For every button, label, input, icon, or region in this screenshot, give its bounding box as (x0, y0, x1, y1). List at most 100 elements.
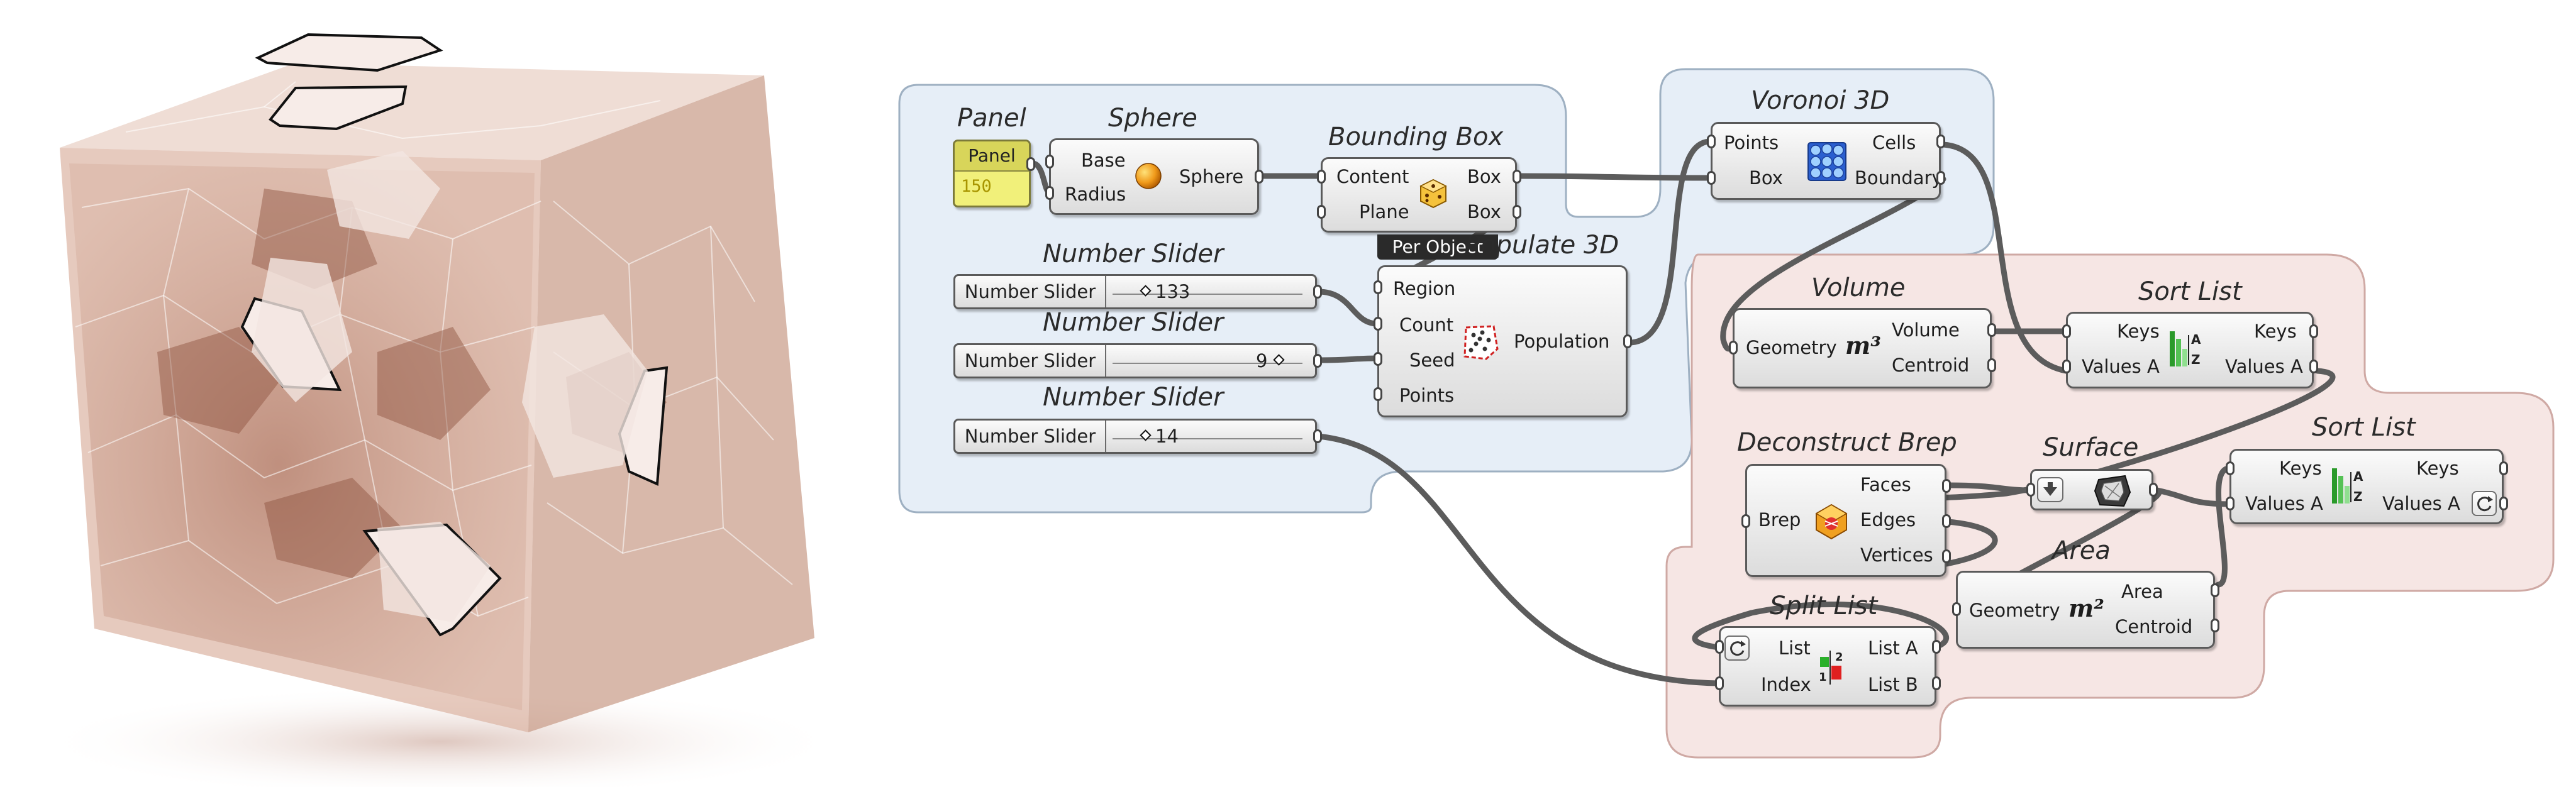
populate-input-seed: Seed (1409, 349, 1455, 371)
split-list-icon: 2 1 (1819, 651, 1843, 685)
split-port-list[interactable] (1715, 640, 1724, 654)
area-title: Area (2052, 536, 2111, 565)
arrow-down-icon (2043, 482, 2057, 496)
slider-1-track[interactable] (1113, 294, 1302, 295)
sphere-port-radius[interactable] (1045, 186, 1054, 200)
slider-3-value: 14 (1155, 426, 1179, 447)
sort-list-1-component[interactable]: Keys Values A A Z Keys Values A (2066, 312, 2314, 388)
surface-port-in[interactable] (2026, 483, 2035, 497)
panel-output-port[interactable] (1026, 157, 1035, 171)
sphere-component[interactable]: Base Radius Sphere (1049, 138, 1259, 215)
sort1-output-keys: Keys (2254, 321, 2297, 342)
populate-port-seed[interactable] (1374, 352, 1382, 366)
voronoi-port-points[interactable] (1707, 135, 1716, 148)
panel-component[interactable]: Panel 150 (953, 140, 1031, 207)
volume-output-volume: Volume (1892, 319, 1960, 341)
volume-port-volume[interactable] (1987, 323, 1996, 337)
highlight-cell (255, 33, 443, 72)
sphere-input-base: Base (1081, 150, 1126, 171)
bbox-input-content: Content (1336, 166, 1409, 187)
area-component[interactable]: Geometry m² Area Centroid (1956, 571, 2215, 649)
svg-text:2: 2 (1835, 651, 1843, 664)
voronoi-port-boundary[interactable] (1936, 171, 1945, 185)
svg-text:Z: Z (2191, 352, 2201, 367)
sort2-port-values-out[interactable] (2499, 497, 2508, 510)
volume-icon: m³ (1845, 331, 1881, 360)
volume-component[interactable]: Geometry m³ Volume Centroid (1733, 308, 1992, 388)
brep-port-faces[interactable] (1942, 479, 1951, 493)
svg-text:A: A (2191, 332, 2201, 347)
surface-component[interactable] (2030, 469, 2153, 510)
populate-component[interactable]: Region Count Seed Points Population (1377, 265, 1628, 417)
split-port-list-b[interactable] (1932, 676, 1941, 690)
brep-port-in[interactable] (1741, 514, 1750, 528)
volume-port-centroid[interactable] (1987, 358, 1996, 372)
populate-input-count: Count (1399, 314, 1454, 336)
sphere-port-out[interactable] (1255, 170, 1263, 184)
bbox-port-box-2[interactable] (1513, 205, 1521, 219)
bbox-port-plane[interactable] (1317, 205, 1326, 219)
volume-output-centroid: Centroid (1892, 355, 1970, 376)
slider-2-title: Number Slider (1043, 308, 1224, 337)
number-slider-2[interactable]: Number Slider 9 (953, 343, 1317, 378)
split-list-title: Split List (1770, 592, 1878, 620)
sort1-port-keys-out[interactable] (2309, 324, 2318, 338)
populate-port-points[interactable] (1374, 387, 1382, 401)
slider-1-port[interactable] (1313, 285, 1322, 299)
split-input-list: List (1779, 637, 1811, 659)
voronoi-component[interactable]: Points Box Cells Boundary (1711, 122, 1943, 200)
surface-port-out[interactable] (2149, 483, 2158, 497)
populate-port-out[interactable] (1623, 334, 1632, 348)
area-port-geometry[interactable] (1952, 602, 1961, 616)
sort1-input-keys: Keys (2117, 321, 2160, 342)
sort2-port-values-in[interactable] (2226, 497, 2235, 510)
sort-list-2-component[interactable]: Keys Values A A Z Keys Values A (2229, 449, 2504, 524)
bbox-output-box-1: Box (1467, 166, 1501, 187)
slider-2-label: Number Slider (955, 345, 1106, 377)
sphere-port-base[interactable] (1045, 155, 1054, 168)
area-port-centroid[interactable] (2211, 619, 2219, 632)
sort1-port-values-out[interactable] (2309, 360, 2318, 373)
bbox-port-box-1[interactable] (1513, 170, 1521, 184)
sort1-port-values-in[interactable] (2062, 360, 2071, 373)
voronoi-port-box[interactable] (1707, 171, 1716, 185)
deconstruct-brep-component[interactable]: Brep Faces Edges Vertices (1745, 464, 1946, 577)
voronoi-output-cells: Cells (1872, 132, 1916, 153)
brep-port-vertices[interactable] (1942, 549, 1951, 563)
populate-port-count[interactable] (1374, 317, 1382, 331)
sort1-port-keys-in[interactable] (2062, 324, 2071, 338)
sort2-port-keys-in[interactable] (2226, 461, 2235, 475)
bbox-port-content[interactable] (1317, 170, 1326, 184)
bounding-box-component[interactable]: Content Plane Box Box (1321, 157, 1517, 233)
sort2-reverse-toggle[interactable] (2472, 491, 2497, 516)
number-slider-1[interactable]: Number Slider 133 (953, 274, 1317, 309)
surface-menu-button[interactable] (2037, 477, 2063, 502)
volume-port-geometry[interactable] (1729, 341, 1738, 355)
area-port-area[interactable] (2211, 583, 2219, 597)
brep-icon (1815, 504, 1848, 540)
surface-icon (2094, 475, 2131, 507)
sort2-port-keys-out[interactable] (2499, 461, 2508, 475)
slider-1-label: Number Slider (955, 276, 1106, 307)
split-list-reverse-toggle[interactable] (1724, 636, 1750, 661)
populate-port-region[interactable] (1374, 280, 1382, 294)
sort2-input-values: Values A (2245, 493, 2323, 514)
brep-port-edges[interactable] (1942, 514, 1951, 528)
split-port-index[interactable] (1715, 676, 1724, 690)
slider-3-track[interactable] (1113, 438, 1302, 439)
slider-2-port[interactable] (1313, 354, 1322, 368)
slider-3-port[interactable] (1313, 429, 1322, 443)
panel-value[interactable]: 150 (961, 177, 992, 196)
sort-az-icon: A Z (2332, 468, 2363, 504)
voronoi-output-boundary: Boundary (1855, 167, 1943, 189)
sphere-output-label: Sphere (1179, 166, 1244, 187)
voronoi-port-cells[interactable] (1936, 135, 1945, 148)
number-slider-3[interactable]: Number Slider 14 (953, 419, 1317, 454)
scatter-icon (1463, 325, 1499, 360)
split-list-component[interactable]: List Index 2 1 List A List B (1719, 626, 1936, 707)
bbox-input-plane: Plane (1359, 201, 1409, 223)
split-output-list-a: List A (1868, 637, 1918, 659)
split-port-list-a[interactable] (1932, 640, 1941, 654)
slider-2-track[interactable] (1113, 363, 1302, 364)
